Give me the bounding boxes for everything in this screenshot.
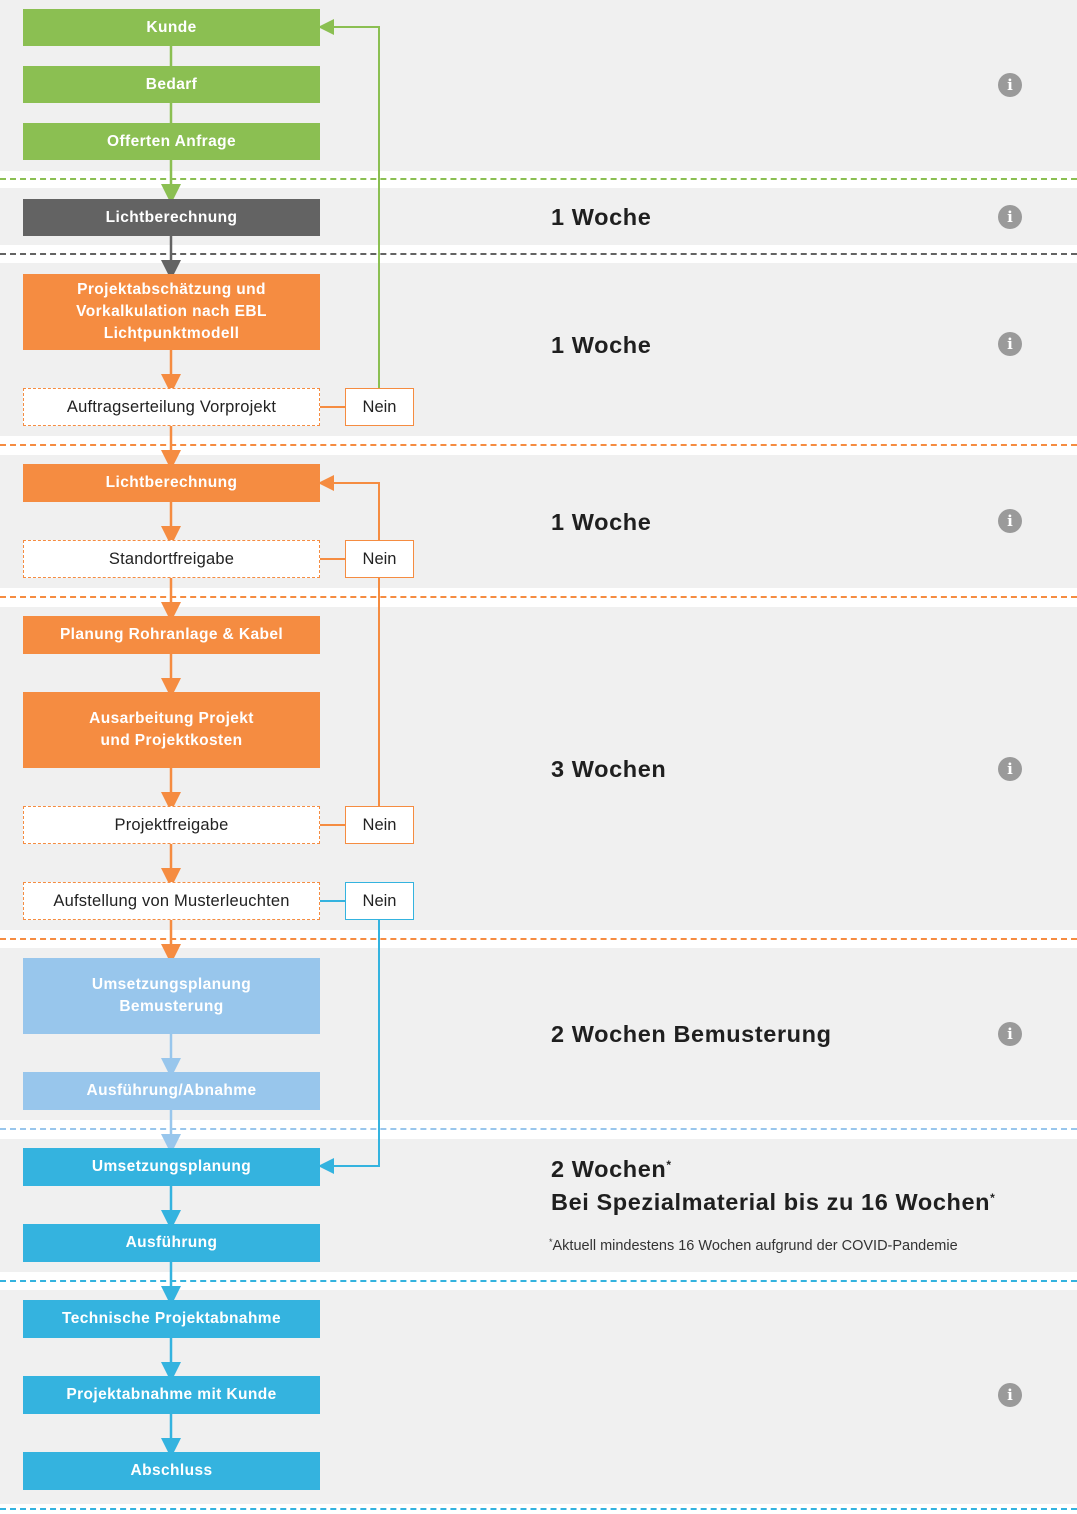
separator-orange-3 [0,938,1077,940]
decision-no-musterleuchten: Nein [345,882,414,920]
step-lichtberechnung-1: Lichtberechnung [23,199,320,236]
decision-no-projektfreigabe: Nein [345,806,414,844]
info-icon[interactable]: i [998,509,1022,533]
step-projektabschaetzung: Projektabschätzung und Vorkalkulation na… [23,274,320,350]
separator-orange-2 [0,596,1077,598]
step-bedarf: Bedarf [23,66,320,103]
step-ausarbeitung: Ausarbeitung Projekt und Projektkosten [23,692,320,768]
decision-auftragserteilung: Auftragserteilung Vorprojekt [23,388,320,426]
step-abschluss: Abschluss [23,1452,320,1490]
info-icon[interactable]: i [998,205,1022,229]
duration-umsetzung-line2: Bei Spezialmaterial bis zu 16 Wochen [551,1189,991,1215]
decision-no-standortfreigabe: Nein [345,540,414,578]
duration-umsetzung-line1: 2 Wochen [551,1156,667,1182]
asterisk-1: * [666,1158,672,1172]
step-umsetzungsplanung-bemusterung: Umsetzungsplanung Bemusterung [23,958,320,1034]
duration-standort: 1 Woche [551,509,652,535]
step-offerten-anfrage: Offerten Anfrage [23,123,320,160]
asterisk-2: * [990,1191,996,1205]
step-projektabnahme-kunde: Projektabnahme mit Kunde [23,1376,320,1414]
separator-orange-1 [0,444,1077,446]
separator-gray [0,253,1077,255]
separator-blue-2 [0,1508,1077,1510]
step-ausfuehrung: Ausführung [23,1224,320,1262]
duration-projekt: 3 Wochen [551,756,667,782]
duration-lichtberechnung: 1 Woche [551,204,652,230]
decision-projektfreigabe: Projektfreigabe [23,806,320,844]
step-umsetzungsplanung: Umsetzungsplanung [23,1148,320,1186]
duration-umsetzung: 2 Wochen* Bei Spezialmaterial bis zu 16 … [551,1153,995,1219]
separator-light-blue [0,1128,1077,1130]
info-icon[interactable]: i [998,73,1022,97]
separator-blue-1 [0,1280,1077,1282]
info-icon[interactable]: i [998,332,1022,356]
duration-vorprojekt: 1 Woche [551,332,652,358]
info-icon[interactable]: i [998,1022,1022,1046]
step-technische-projektabnahme: Technische Projektabnahme [23,1300,320,1338]
info-icon[interactable]: i [998,1383,1022,1407]
decision-no-auftragserteilung: Nein [345,388,414,426]
step-kunde: Kunde [23,9,320,46]
decision-standortfreigabe: Standortfreigabe [23,540,320,578]
separator-green [0,178,1077,180]
decision-musterleuchten: Aufstellung von Musterleuchten [23,882,320,920]
footnote: *Aktuell mindestens 16 Wochen aufgrund d… [549,1237,958,1254]
info-icon[interactable]: i [998,757,1022,781]
step-lichtberechnung-2: Lichtberechnung [23,464,320,502]
step-planung-rohranlage: Planung Rohranlage & Kabel [23,616,320,654]
step-ausfuehrung-abnahme: Ausführung/Abnahme [23,1072,320,1110]
footnote-text: Aktuell mindestens 16 Wochen aufgrund de… [552,1238,958,1254]
footnote-asterisk: * [549,1237,553,1247]
duration-bemusterung: 2 Wochen Bemusterung [551,1021,832,1047]
